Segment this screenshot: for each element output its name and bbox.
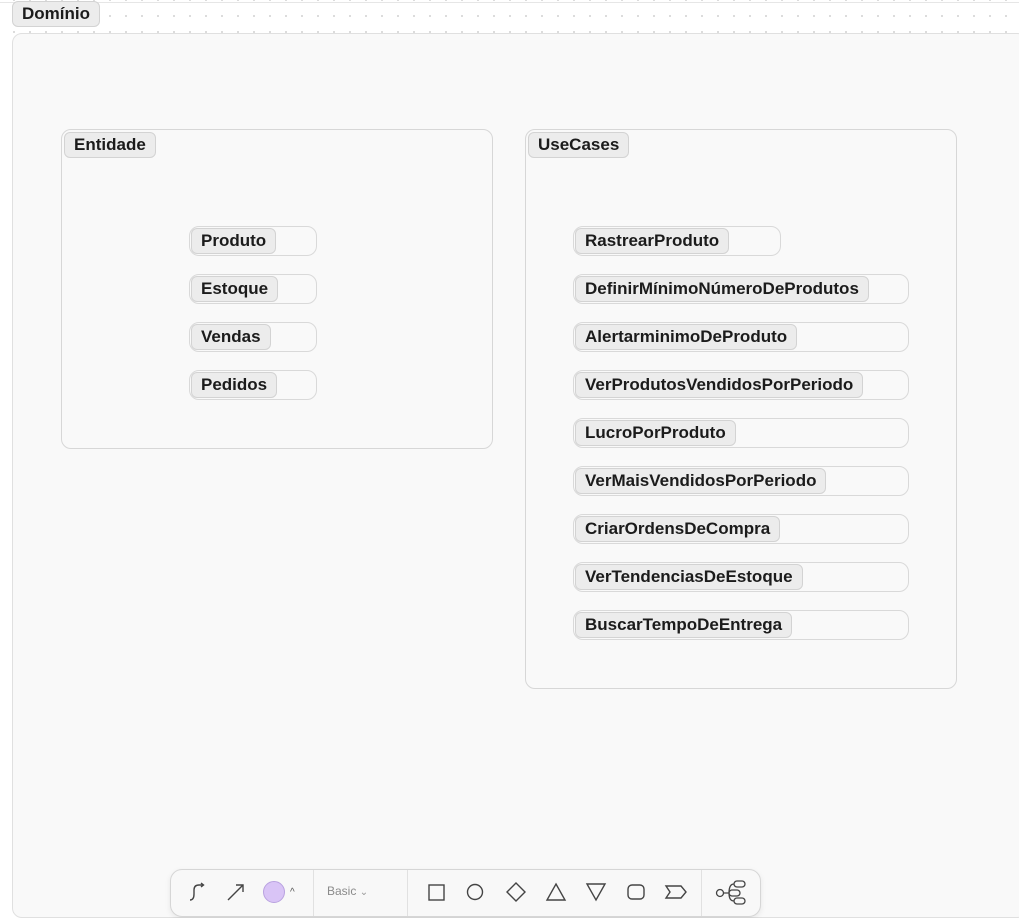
entity-node-vendas[interactable]: Vendas [189,322,317,352]
usecase-node-rastrear-produto[interactable]: RastrearProduto [573,226,781,256]
arrow-icon[interactable] [224,880,248,904]
style-dropdown-label: Basic [327,884,357,898]
usecase-node-label: AlertarminimoDeProduto [575,324,798,350]
entity-node-label: Produto [191,228,277,254]
usecase-node-alertar-minimo[interactable]: AlertarminimoDeProduto [573,322,909,352]
toolbar-divider [407,870,408,916]
triangle-icon[interactable] [544,880,568,904]
inverted-triangle-icon[interactable] [584,880,608,904]
style-dropdown[interactable]: Basic ⌄ [327,884,368,898]
usecase-node-definir-minimo[interactable]: DefinirMínimoNúmeroDeProdutos [573,274,909,304]
toolbar-divider [701,870,702,916]
connector-icon[interactable] [185,880,209,904]
usecase-node-label: RastrearProduto [575,228,730,254]
usecase-node-label: CriarOrdensDeCompra [575,516,781,542]
shape-toolbar: ^ Basic ⌄ [170,869,761,917]
chevron-up-icon: ^ [290,886,295,898]
rectangle-icon[interactable] [424,880,448,904]
usecase-node-label: VerMaisVendidosPorPeriodo [575,468,827,494]
usecase-node-criar-ordens[interactable]: CriarOrdensDeCompra [573,514,909,544]
usecase-node-ver-tendencias[interactable]: VerTendenciasDeEstoque [573,562,909,592]
color-swatch[interactable]: ^ [263,880,299,904]
entity-node-label: Pedidos [191,372,278,398]
usecase-node-label: BuscarTempoDeEntrega [575,612,793,638]
entity-node-label: Vendas [191,324,271,350]
entity-node-pedidos[interactable]: Pedidos [189,370,317,400]
canvas-top-border [0,2,1019,3]
entidade-frame-title[interactable]: Entidade [64,132,156,158]
mindmap-icon[interactable] [714,880,748,905]
usecases-frame[interactable] [525,129,957,689]
toolbar-divider [313,870,314,916]
usecase-node-label: VerProdutosVendidosPorPeriodo [575,372,864,398]
ellipse-icon[interactable] [463,880,487,904]
usecases-frame-title[interactable]: UseCases [528,132,630,158]
usecase-node-label: VerTendenciasDeEstoque [575,564,803,590]
diamond-icon[interactable] [504,880,528,904]
fill-color-swatch [263,881,285,903]
entity-node-label: Estoque [191,276,279,302]
entity-node-estoque[interactable]: Estoque [189,274,317,304]
usecase-node-label: LucroPorProduto [575,420,736,446]
entity-node-produto[interactable]: Produto [189,226,317,256]
chevron-shape-icon[interactable] [664,880,688,904]
rounded-rectangle-icon[interactable] [624,880,648,904]
usecase-node-ver-produtos-vendidos[interactable]: VerProdutosVendidosPorPeriodo [573,370,909,400]
dominio-frame-title[interactable]: Domínio [12,1,100,27]
usecase-node-ver-mais-vendidos[interactable]: VerMaisVendidosPorPeriodo [573,466,909,496]
usecase-node-label: DefinirMínimoNúmeroDeProdutos [575,276,869,302]
chevron-down-icon: ⌄ [359,887,369,898]
usecase-node-lucro-por-produto[interactable]: LucroPorProduto [573,418,909,448]
usecase-node-buscar-tempo[interactable]: BuscarTempoDeEntrega [573,610,909,640]
